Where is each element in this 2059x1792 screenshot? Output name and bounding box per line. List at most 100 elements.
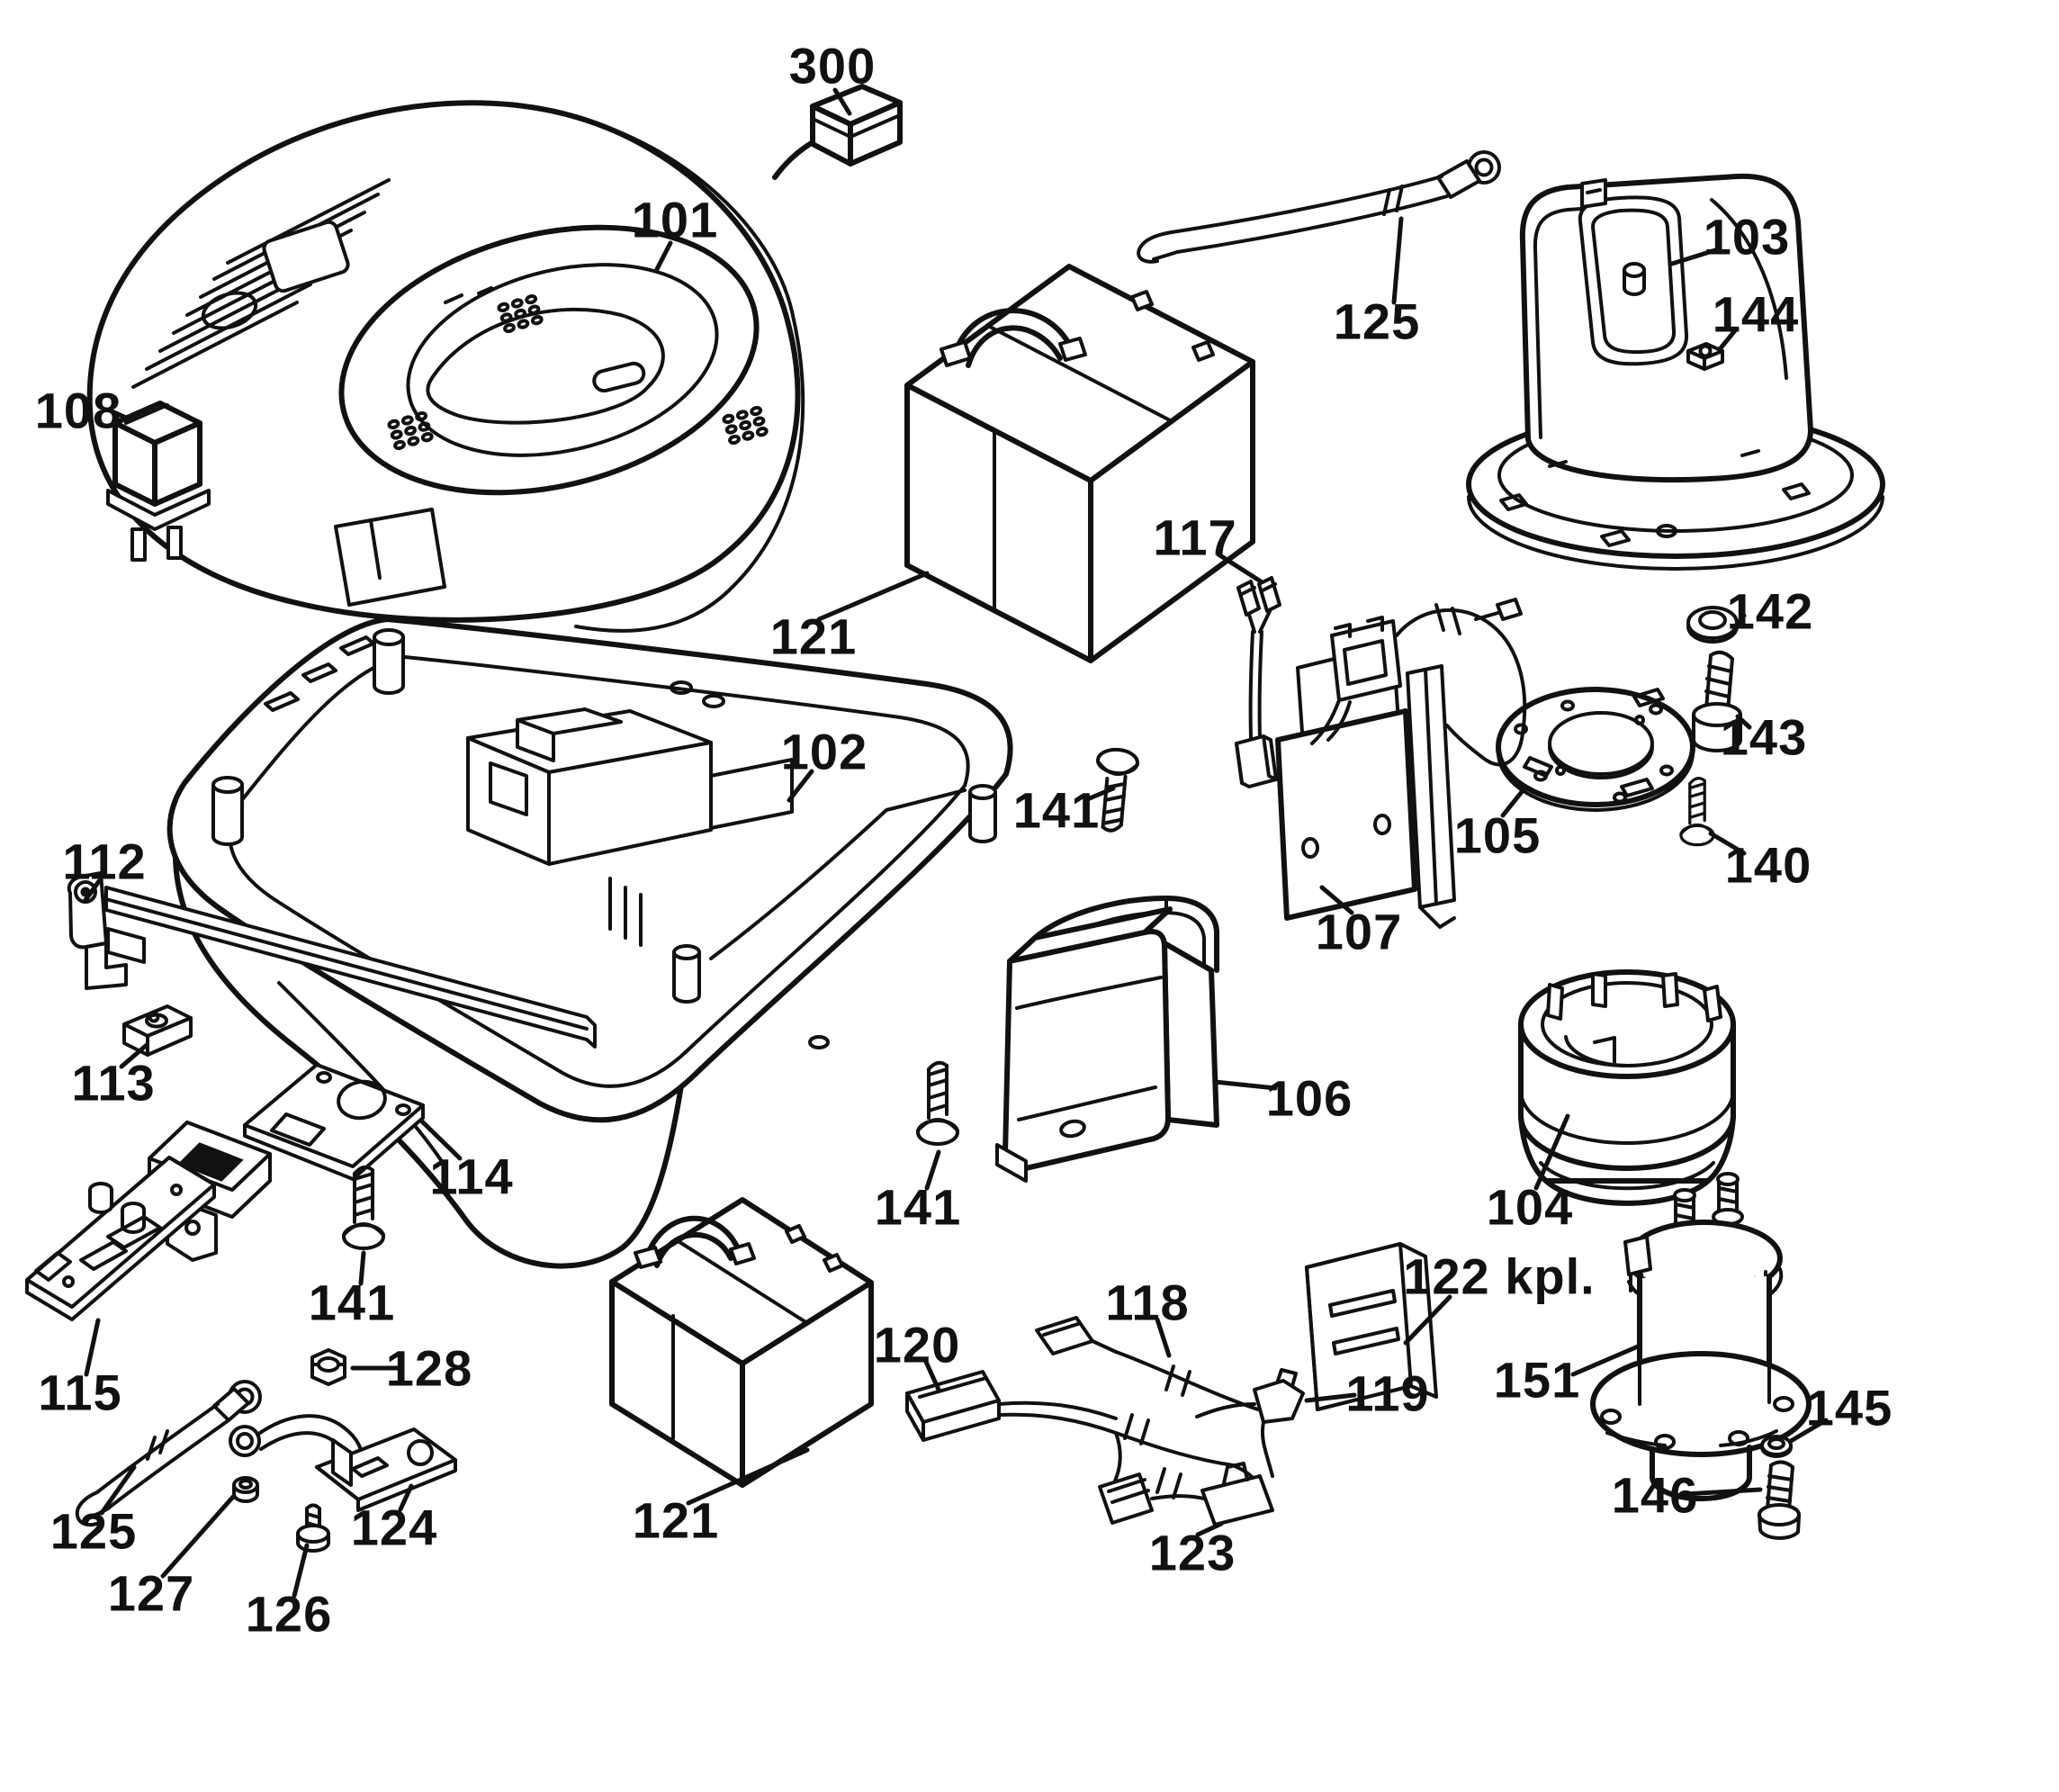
callout-label-103: 103	[1704, 209, 1790, 266]
callout-label-121-bottom: 121	[633, 1492, 719, 1549]
part-151-motor	[1590, 1172, 1812, 1501]
part-123-connector-harness	[997, 1400, 1274, 1526]
callout-leader-141-a	[1083, 786, 1116, 803]
callout-leader-102	[787, 769, 814, 803]
part-300-power-adapter	[772, 84, 903, 180]
callout-label-107: 107	[1316, 904, 1402, 960]
callout-leader-141-b	[358, 1250, 366, 1286]
callout-label-144: 144	[1713, 286, 1799, 343]
callout-label-105: 105	[1454, 807, 1541, 864]
part-122-module	[1305, 1242, 1438, 1411]
vent-dots	[387, 293, 769, 451]
part-125-cable-top	[1137, 150, 1501, 264]
callout-leader-125-top	[1391, 216, 1404, 305]
callout-label-125-bottom: 125	[50, 1503, 137, 1560]
part-146-bolt	[1758, 1460, 1801, 1540]
part-107-control-module	[1275, 598, 1527, 929]
callout-leader-140	[1708, 831, 1747, 856]
callout-leader-121-top	[816, 571, 930, 622]
callout-label-142: 142	[1727, 583, 1813, 640]
callout-leader-127	[160, 1494, 236, 1579]
callout-leader-105	[1500, 786, 1527, 818]
part-128-nut	[310, 1348, 346, 1386]
callout-leader-142	[1737, 613, 1747, 625]
callout-leader-117	[1216, 552, 1263, 584]
part-117-lead-wire	[1235, 576, 1281, 788]
callout-leader-118	[1155, 1317, 1172, 1358]
callout-label-143: 143	[1721, 709, 1807, 766]
callout-leader-300	[832, 87, 852, 116]
callout-leader-145	[1788, 1418, 1829, 1444]
part-105-ring-plate	[1496, 687, 1695, 812]
callout-label-114: 114	[429, 1148, 513, 1205]
part-119-connector	[1195, 1368, 1305, 1424]
callout-label-108: 108	[35, 383, 121, 439]
callout-label-141-a: 141	[1013, 782, 1100, 839]
callout-label-126: 126	[246, 1586, 332, 1643]
callout-label-104: 104	[1487, 1179, 1573, 1236]
callout-leader-103	[1669, 248, 1718, 266]
callout-label-145: 145	[1806, 1380, 1893, 1436]
callout-leader-141-c	[924, 1149, 941, 1191]
callout-leader-104	[1533, 1113, 1570, 1191]
callout-leader-122	[1403, 1294, 1452, 1346]
part-120-connector	[905, 1370, 1001, 1442]
callout-leader-112	[83, 878, 102, 903]
part-124-ground-strap	[229, 1414, 457, 1512]
callout-label-113: 113	[71, 1055, 155, 1112]
callout-leader-121-bottom	[686, 1447, 810, 1506]
callout-label-123: 123	[1149, 1525, 1236, 1581]
callout-layer: 3001011081211251031441171421431051401021…	[35, 38, 1893, 1643]
part-127-nut	[232, 1476, 259, 1503]
callout-label-140: 140	[1725, 837, 1812, 894]
part-101-top-cover	[86, 100, 805, 633]
callout-leader-123	[1195, 1521, 1224, 1537]
callout-label-141-b: 141	[309, 1274, 395, 1331]
callout-leader-114	[418, 1118, 463, 1161]
callout-leader-126	[292, 1543, 310, 1598]
callout-leader-101	[653, 240, 673, 274]
callout-label-151: 151	[1494, 1352, 1580, 1409]
part-113-block	[122, 1004, 193, 1057]
part-102-base-housing	[166, 617, 1013, 1269]
part-106-cover	[995, 896, 1219, 1183]
callout-leader-120	[923, 1359, 941, 1392]
callout-label-146: 146	[1612, 1467, 1698, 1524]
part-144-square-nut	[1686, 342, 1724, 371]
part-115-circuit-board	[25, 1156, 216, 1321]
part-140-screw	[1679, 777, 1715, 847]
callout-label-127: 127	[108, 1565, 194, 1622]
callout-label-124: 124	[351, 1499, 437, 1556]
part-126-bolt	[296, 1503, 330, 1553]
callout-leader-144	[1717, 327, 1739, 352]
part-145-washer	[1760, 1435, 1793, 1458]
callout-leader-113	[119, 1042, 149, 1069]
callout-leader-115	[84, 1318, 101, 1377]
callout-leader-108	[107, 408, 129, 420]
callout-label-128: 128	[386, 1340, 472, 1397]
callout-label-106: 106	[1266, 1070, 1353, 1127]
part-141-screw-c	[916, 1060, 959, 1146]
callout-label-125-top: 125	[1334, 293, 1420, 350]
callout-label-119: 119	[1345, 1365, 1429, 1422]
callout-label-112: 112	[62, 833, 146, 890]
callout-label-300: 300	[789, 38, 876, 95]
part-104-ring-collar	[1518, 969, 1736, 1206]
part-108-switch	[106, 401, 211, 562]
callout-leader-125-bottom	[99, 1464, 137, 1516]
callout-leader-146	[1683, 1487, 1763, 1497]
callout-leader-124	[398, 1483, 414, 1512]
callout-leader-143	[1735, 714, 1752, 730]
callout-label-115: 115	[38, 1364, 121, 1421]
callout-leader-119	[1304, 1392, 1357, 1403]
part-118-lead-wire	[1035, 1316, 1260, 1411]
part-121-battery-bottom	[609, 1197, 874, 1488]
callout-label-141-c: 141	[875, 1179, 961, 1236]
callout-label-118: 118	[1105, 1274, 1189, 1331]
callout-leader-106	[1212, 1079, 1278, 1091]
callout-label-122: 122 kpl.	[1403, 1248, 1595, 1305]
part-121-battery-top	[904, 264, 1255, 663]
callout-leader-107	[1319, 885, 1354, 915]
